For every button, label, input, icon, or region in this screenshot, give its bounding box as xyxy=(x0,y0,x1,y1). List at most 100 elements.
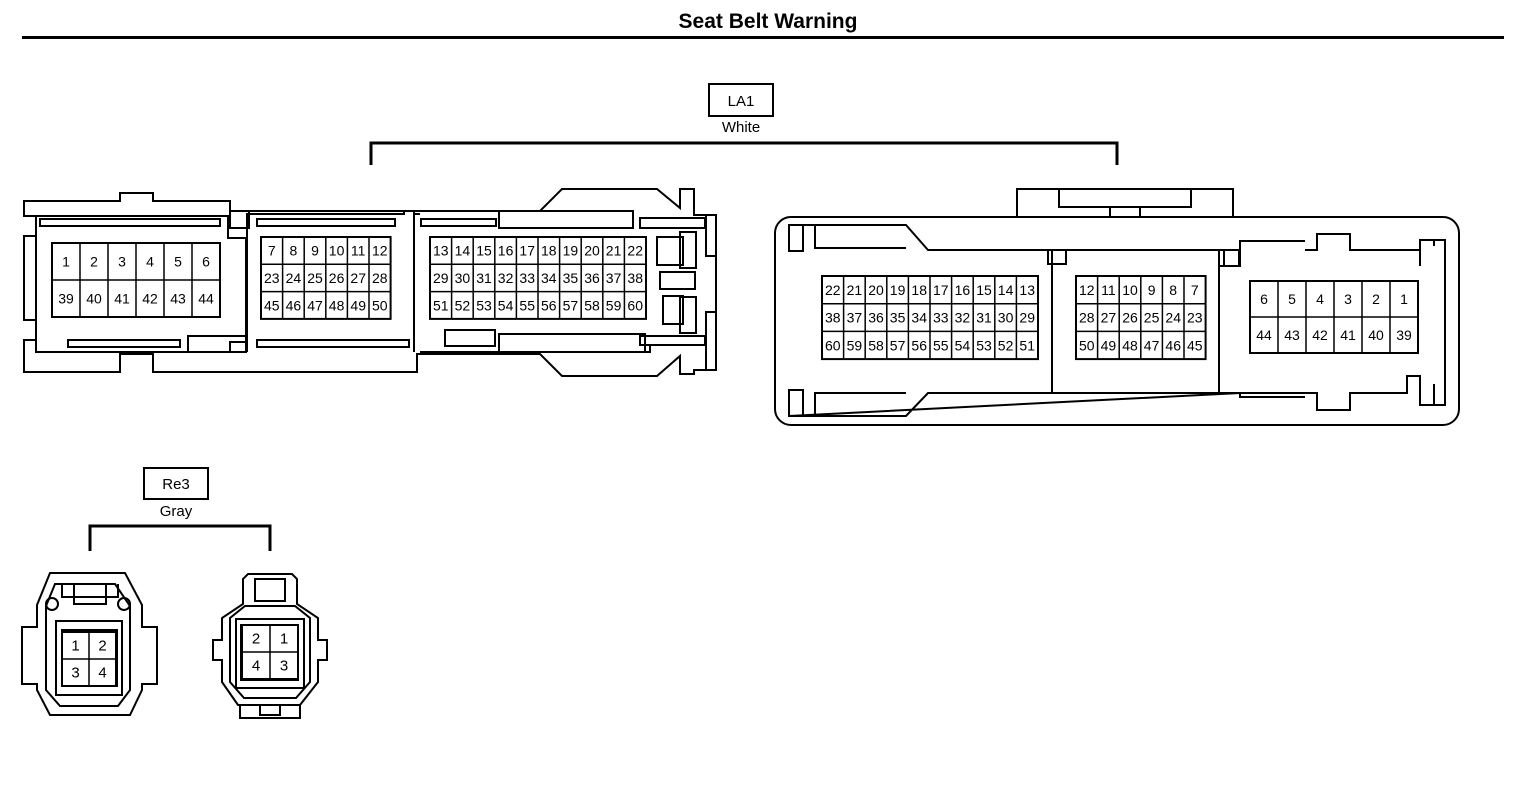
pin-number: 27 xyxy=(1101,310,1117,326)
pin-number: 52 xyxy=(998,337,1014,353)
pin-number: 58 xyxy=(584,297,600,313)
pin-number: 24 xyxy=(1165,310,1181,326)
pin-number: 10 xyxy=(1122,282,1138,298)
pin-number: 4 xyxy=(98,665,106,682)
re3-color: Gray xyxy=(160,503,193,520)
pin-number: 35 xyxy=(890,310,906,326)
pin-number: 6 xyxy=(1260,291,1268,307)
pin-number: 5 xyxy=(1288,291,1296,307)
pin-number: 54 xyxy=(955,337,971,353)
pin-number: 27 xyxy=(350,270,366,286)
pin-number: 30 xyxy=(455,270,471,286)
pin-number: 35 xyxy=(563,270,579,286)
pin-number: 47 xyxy=(1144,337,1160,353)
pin-number: 26 xyxy=(329,270,345,286)
pin-number: 33 xyxy=(519,270,535,286)
pin-number: 21 xyxy=(606,243,622,259)
pin-number: 4 xyxy=(146,254,154,270)
pin-number: 32 xyxy=(955,310,971,326)
pin-number: 20 xyxy=(868,282,884,298)
pin-number: 15 xyxy=(476,243,492,259)
pin-number: 8 xyxy=(290,243,298,259)
pin-number: 34 xyxy=(911,310,927,326)
pin-number: 30 xyxy=(998,310,1014,326)
re3-bracket xyxy=(88,524,272,551)
pin-number: 57 xyxy=(563,297,579,313)
pin-number: 23 xyxy=(1187,310,1203,326)
pin-number: 22 xyxy=(825,282,841,298)
pin-number: 2 xyxy=(1372,291,1380,307)
pin-number: 7 xyxy=(268,243,276,259)
pin-number: 17 xyxy=(933,282,949,298)
pin-number: 22 xyxy=(627,243,643,259)
pin-number: 38 xyxy=(825,310,841,326)
pin-number: 44 xyxy=(198,291,214,307)
pin-number: 6 xyxy=(202,254,210,270)
pin-number: 3 xyxy=(280,658,288,675)
pin-number: 34 xyxy=(541,270,557,286)
pin-number: 9 xyxy=(311,243,319,259)
pin-number: 2 xyxy=(252,631,260,648)
pin-number: 47 xyxy=(307,297,323,313)
pin-number: 38 xyxy=(627,270,643,286)
pin-number: 16 xyxy=(955,282,971,298)
pin-number: 60 xyxy=(825,337,841,353)
pin-number: 17 xyxy=(519,243,535,259)
pin-number: 15 xyxy=(976,282,992,298)
pin-number: 4 xyxy=(252,658,260,675)
pin-number: 1 xyxy=(1400,291,1408,307)
pin-number: 24 xyxy=(286,270,302,286)
pin-number: 11 xyxy=(1101,282,1116,298)
pin-number: 19 xyxy=(890,282,906,298)
pin-number: 8 xyxy=(1169,282,1177,298)
pin-number: 1 xyxy=(71,638,79,655)
pin-number: 42 xyxy=(142,291,158,307)
pin-number: 48 xyxy=(1122,337,1138,353)
la1-color: White xyxy=(722,119,760,136)
pin-number: 50 xyxy=(1079,337,1095,353)
pin-number: 36 xyxy=(868,310,884,326)
pin-number: 7 xyxy=(1191,282,1199,298)
pin-number: 3 xyxy=(71,665,79,682)
pin-number: 44 xyxy=(1256,327,1272,343)
pin-number: 45 xyxy=(1187,337,1203,353)
pin-number: 25 xyxy=(1144,310,1160,326)
pin-number: 5 xyxy=(174,254,182,270)
pin-number: 46 xyxy=(1165,337,1181,353)
pin-number: 58 xyxy=(868,337,884,353)
pin-number: 52 xyxy=(455,297,471,313)
pin-number: 37 xyxy=(847,310,863,326)
pin-number: 53 xyxy=(476,297,492,313)
pin-number: 28 xyxy=(372,270,388,286)
la1-left-view xyxy=(23,188,717,377)
pin-number: 36 xyxy=(584,270,600,286)
pin-number: 59 xyxy=(606,297,622,313)
pin-number: 40 xyxy=(86,291,102,307)
pin-number: 40 xyxy=(1368,327,1384,343)
pin-number: 50 xyxy=(372,297,388,313)
pin-number: 14 xyxy=(455,243,471,259)
pin-number: 51 xyxy=(433,297,449,313)
pin-number: 48 xyxy=(329,297,345,313)
la1-right-view xyxy=(774,188,1460,426)
pin-number: 11 xyxy=(351,243,366,259)
pin-number: 14 xyxy=(998,282,1014,298)
pin-number: 2 xyxy=(90,254,98,270)
pin-number: 4 xyxy=(1316,291,1324,307)
title-divider xyxy=(22,36,1504,39)
pin-number: 16 xyxy=(498,243,514,259)
pin-number: 39 xyxy=(1396,327,1412,343)
pin-number: 20 xyxy=(584,243,600,259)
pin-number: 31 xyxy=(976,310,992,326)
pin-number: 49 xyxy=(1101,337,1117,353)
pin-number: 59 xyxy=(847,337,863,353)
pin-number: 53 xyxy=(976,337,992,353)
pin-number: 32 xyxy=(498,270,514,286)
pin-number: 29 xyxy=(1019,310,1035,326)
re3-left-view xyxy=(21,572,158,716)
pin-number: 55 xyxy=(519,297,535,313)
